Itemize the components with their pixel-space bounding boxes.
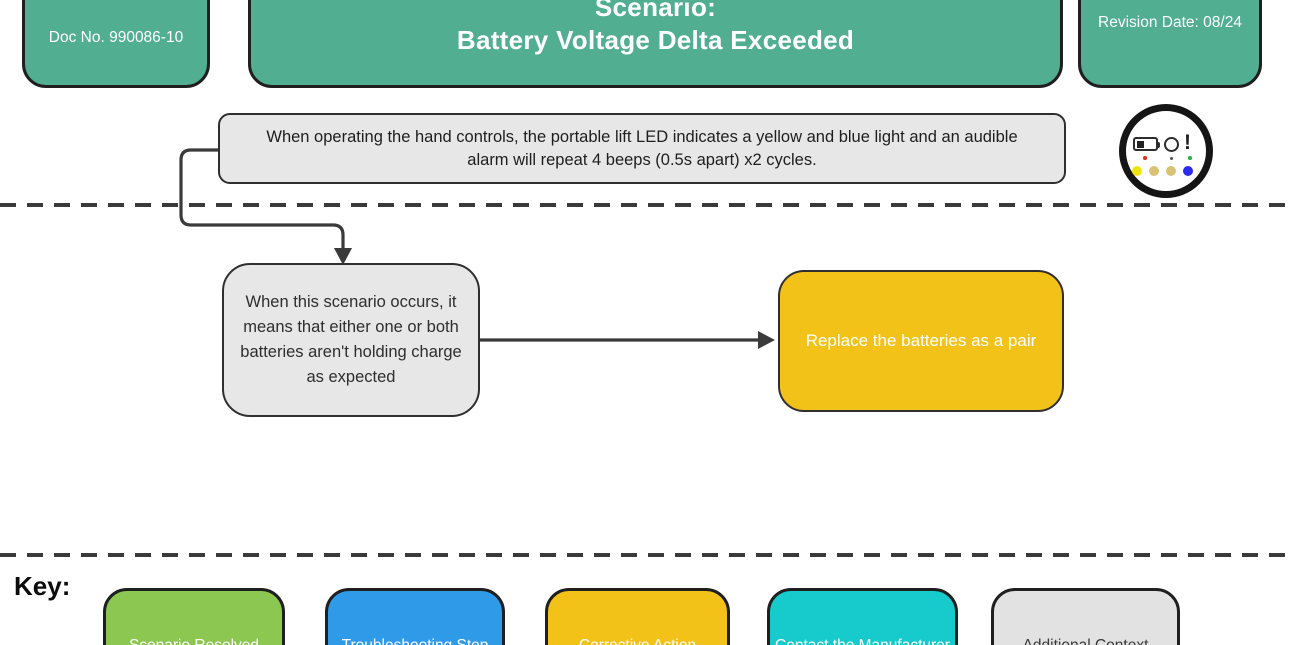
corrective-action-box: Replace the batteries as a pair bbox=[778, 270, 1064, 412]
section-divider-bottom bbox=[0, 553, 1290, 557]
key-item-label: Contact the Manufacturer bbox=[775, 637, 950, 645]
key-item-label: Scenario Resolved bbox=[129, 637, 259, 645]
alert-status-dot bbox=[1188, 156, 1192, 160]
led-dot-yellow bbox=[1132, 166, 1142, 176]
key-item-label: Additional Context bbox=[1023, 637, 1149, 645]
cause-explanation-box: When this scenario occurs, it means that… bbox=[222, 263, 480, 417]
key-item-scenario-resolved: Scenario Resolved bbox=[103, 588, 285, 645]
key-item-additional-context: Additional Context bbox=[991, 588, 1180, 645]
led-dot-amber-1 bbox=[1149, 166, 1159, 176]
revision-date-box: Revision Date: 08/24 bbox=[1078, 0, 1262, 88]
key-item-contact-manufacturer: Contact the Manufacturer bbox=[767, 588, 958, 645]
arrowhead-right-icon bbox=[758, 331, 775, 349]
key-item-label: Corrective Action bbox=[579, 637, 696, 645]
key-item-troubleshooting-step: Troubleshooting Step bbox=[325, 588, 505, 645]
battery-icon bbox=[1133, 137, 1160, 151]
scenario-title-line1: Scenario: bbox=[594, 0, 717, 22]
cause-explanation-text: When this scenario occurs, it means that… bbox=[240, 293, 462, 386]
scenario-title-line2: Battery Voltage Delta Exceeded bbox=[456, 25, 855, 55]
key-item-corrective-action: Corrective Action bbox=[545, 588, 730, 645]
section-divider-top bbox=[0, 203, 1290, 207]
alert-icon: ! bbox=[1184, 131, 1191, 154]
ring-icon bbox=[1164, 137, 1179, 152]
symptom-context-box: When operating the hand controls, the po… bbox=[218, 113, 1066, 184]
scenario-title: Scenario: Battery Voltage Delta Exceeded bbox=[251, 0, 1060, 57]
battery-status-dot bbox=[1143, 156, 1147, 160]
led-dot-blue bbox=[1183, 166, 1193, 176]
doc-number-label: Doc No. 990086-10 bbox=[48, 29, 184, 46]
led-indicator-badge: ! bbox=[1119, 104, 1213, 198]
key-item-label: Troubleshooting Step bbox=[342, 637, 489, 645]
corrective-action-text: Replace the batteries as a pair bbox=[805, 331, 1037, 350]
symptom-context-text: When operating the hand controls, the po… bbox=[266, 127, 1018, 169]
led-dot-amber-2 bbox=[1166, 166, 1176, 176]
battery-terminal bbox=[1157, 142, 1160, 148]
battery-charge-level bbox=[1136, 140, 1144, 148]
key-heading: Key: bbox=[14, 571, 71, 601]
scenario-title-box: Scenario: Battery Voltage Delta Exceeded bbox=[248, 0, 1063, 88]
ring-status-dot bbox=[1170, 157, 1173, 160]
revision-date-label: Revision Date: 08/24 bbox=[1098, 14, 1242, 31]
doc-number-box: Doc No. 990086-10 bbox=[22, 0, 210, 88]
